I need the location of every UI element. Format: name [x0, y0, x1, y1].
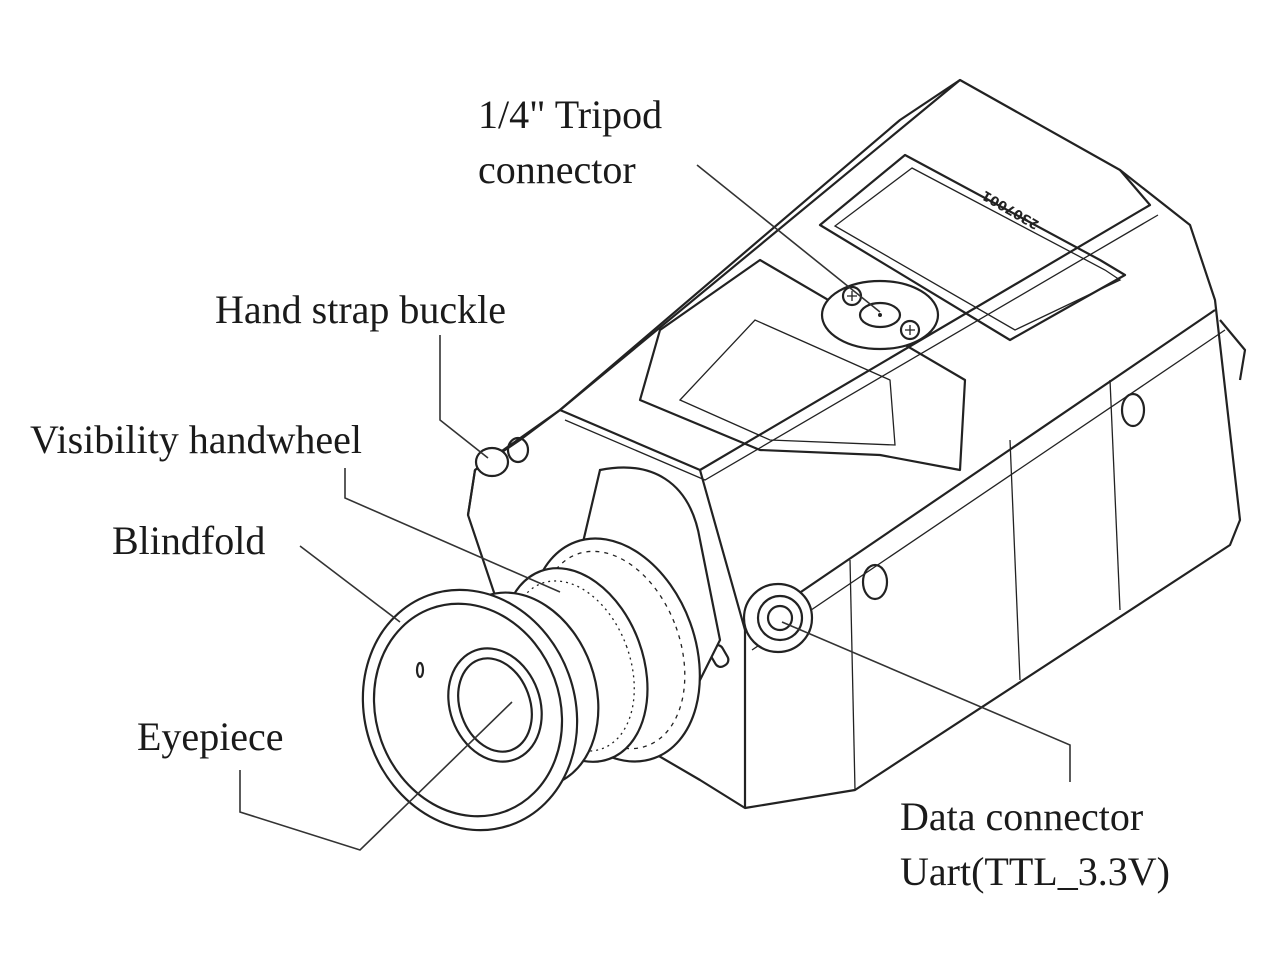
label-eyepiece: Eyepiece — [137, 714, 284, 759]
eyepiece-assembly — [361, 466, 722, 832]
label-data-connector-line2: Uart(TTL_3.3V) — [900, 849, 1170, 894]
leader-lines — [239, 164, 1071, 851]
label-blindfold: Blindfold — [112, 518, 266, 563]
label-data-connector-line1: Data connector — [900, 794, 1144, 839]
label-hand-strap-buckle: Hand strap buckle — [215, 287, 507, 332]
label-visibility-handwheel: Visibility handwheel — [30, 417, 362, 462]
label-tripod-line2: connector — [478, 147, 636, 192]
label-tripod-line1: 1/4" Tripod — [478, 92, 663, 137]
data-connector — [708, 582, 814, 668]
